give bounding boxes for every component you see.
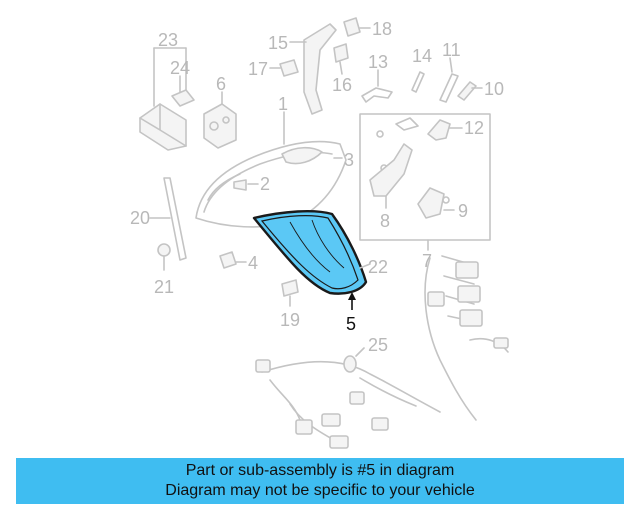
callout-8: 8: [380, 211, 390, 231]
caption-line-1: Part or sub-assembly is #5 in diagram: [185, 462, 455, 479]
part-25-wiring-harness: [255, 347, 441, 449]
callout-10: 10: [484, 79, 504, 99]
part-2-clip: [233, 179, 259, 191]
part-13-rod: [361, 69, 393, 103]
callout-22: 22: [368, 257, 388, 277]
part-20-gas-strut: [149, 177, 187, 261]
callout-12: 12: [464, 118, 484, 138]
part-11-bracket: [439, 57, 459, 103]
part-10-clip: [457, 81, 483, 101]
part-8-actuator: [369, 143, 413, 209]
part-17-clip: [269, 59, 299, 77]
part-23-lock-body: [139, 47, 187, 151]
part-7-group-frame: [359, 113, 491, 251]
callout-2: 2: [260, 174, 270, 194]
part-1-trunk-lid: [195, 111, 347, 228]
callout-17: 17: [248, 59, 268, 79]
callout-7: 7: [422, 251, 432, 271]
callout-13: 13: [368, 52, 388, 72]
callout-20: 20: [130, 208, 150, 228]
part-4-clip: [219, 251, 247, 269]
part-16-bracket: [333, 43, 349, 75]
part-14-pin: [411, 71, 425, 93]
callout-16: 16: [332, 75, 352, 95]
callout-4: 4: [248, 253, 258, 273]
part-19-clip: [281, 279, 299, 307]
callout-3: 3: [344, 150, 354, 170]
caption-bar: Part or sub-assembly is #5 in diagram Di…: [16, 458, 624, 504]
callout-21: 21: [154, 277, 174, 297]
callout-15: 15: [268, 33, 288, 53]
part-6-latch: [203, 91, 237, 149]
caption-line-2: Diagram may not be specific to your vehi…: [165, 482, 475, 499]
callout-5: 5: [346, 314, 356, 334]
parts-diagram: 23 24 6 15 17 16 18 13 14 11 10 1 3 2 12…: [130, 17, 509, 449]
callout-6: 6: [216, 74, 226, 94]
callout-11: 11: [442, 40, 461, 60]
part-24-lock-pin: [171, 75, 195, 107]
callout-18: 18: [372, 19, 392, 39]
callout-25: 25: [368, 335, 388, 355]
part-22-seal: [359, 263, 371, 269]
callout-14: 14: [412, 46, 432, 66]
callout-1: 1: [278, 94, 288, 114]
callout-23: 23: [158, 30, 178, 50]
part-15-hinge-arm: [289, 23, 337, 115]
part-18-clip: [343, 17, 371, 37]
callout-19: 19: [280, 310, 300, 330]
part-12-bracket: [376, 117, 463, 172]
callout-9: 9: [458, 201, 468, 221]
part-5-trunk-liner: [252, 210, 368, 310]
part-21-ball-stud: [157, 243, 171, 271]
callout-24: 24: [170, 58, 190, 78]
part-9-motor: [417, 187, 455, 219]
wiring-harness-right: [424, 255, 509, 421]
